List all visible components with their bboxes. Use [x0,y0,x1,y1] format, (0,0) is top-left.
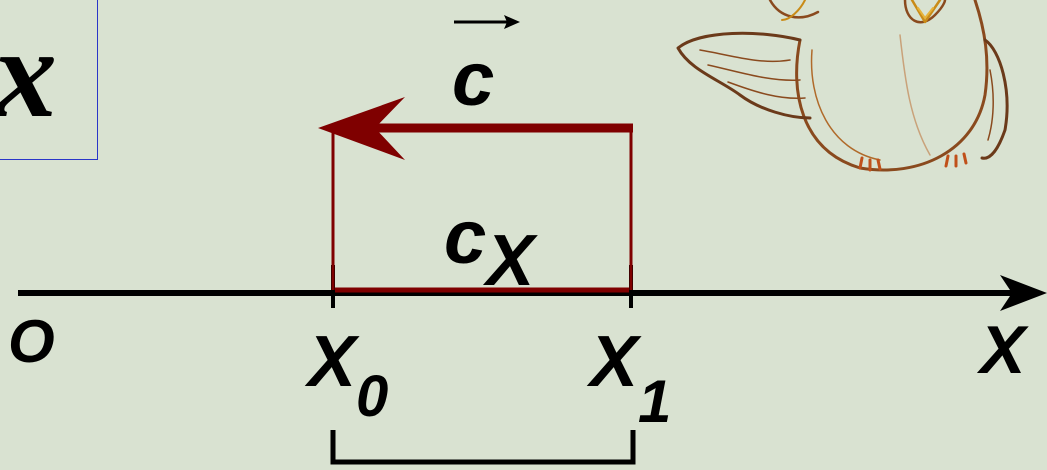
projection-label: cX [444,200,534,298]
start-point-subscript: 0 [356,364,389,429]
axis-label: X [980,312,1026,388]
owl-icon [676,0,1009,172]
projection-subscript: X [486,221,535,301]
start-point-label: X0 [308,326,388,426]
start-point-main: X [308,322,357,402]
corner-variable-text: x [0,9,57,137]
vector-overline-arrow-icon [454,15,520,29]
vector-c-arrowhead [318,97,405,160]
x-axis [18,275,1047,311]
origin-label: O [8,308,55,375]
vector-c [318,97,633,160]
end-point-subscript: 1 [638,368,672,435]
vector-c-label: c [452,37,495,122]
end-point-label: X1 [590,326,671,432]
projection-name: c [444,195,487,280]
end-point-main: X [590,322,639,402]
corner-variable-box: x [0,0,98,160]
x-axis-arrowhead [1000,275,1047,311]
interval-bracket [330,430,636,465]
